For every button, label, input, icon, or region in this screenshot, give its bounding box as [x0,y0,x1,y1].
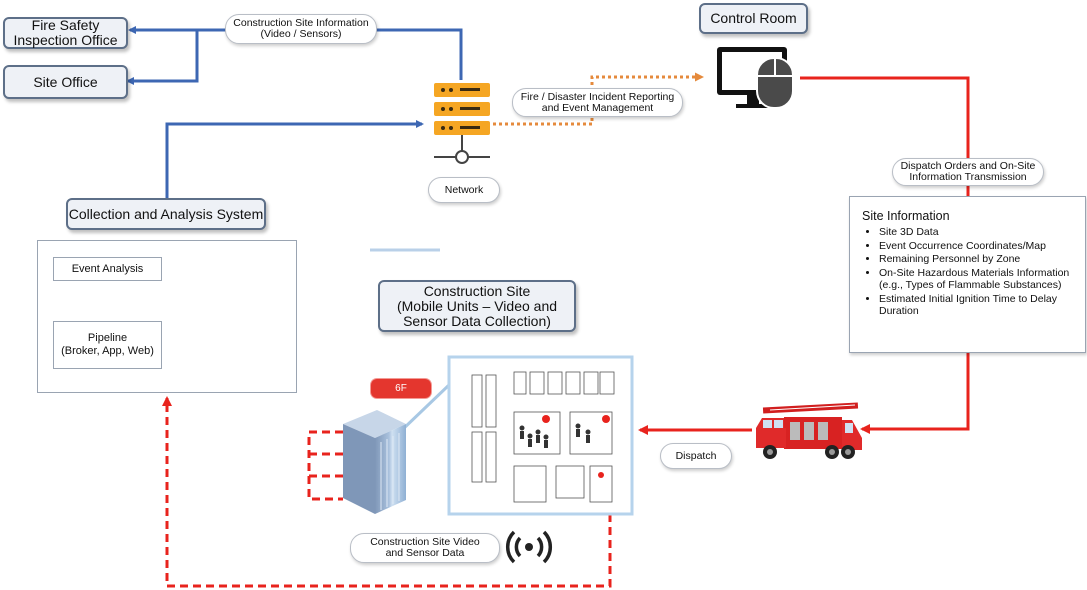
edge-label-site-info: Construction Site Information (Video / S… [225,14,377,44]
site-info-item: Site 3D Data [879,226,1075,239]
site-info-item: Remaining Personnel by Zone [879,253,1075,266]
site-information-list: Site 3D Data Event Occurrence Coordinate… [862,226,1075,318]
pipeline-box: Pipeline (Broker, App, Web) [53,321,162,369]
red-dashed-connectors [162,396,612,588]
fire-safety-office-box: Fire Safety Inspection Office [3,17,128,49]
edge-label-dispatch: Dispatch [660,443,732,469]
fire-truck-icon [756,402,862,459]
construction-site-box: Construction Site (Mobile Units – Video … [378,280,576,332]
control-room-box: Control Room [699,3,808,34]
site-info-item: On-Site Hazardous Materials Information … [879,267,1075,292]
line-building-to-floor [400,383,451,432]
line-collection-to-network [165,120,424,198]
monitor-mouse-icon [717,47,794,109]
server-icon [434,83,490,164]
site-information-title: Site Information [862,209,950,223]
event-analysis-box: Event Analysis [53,257,162,281]
edge-label-dispatch-orders: Dispatch Orders and On-Site Information … [892,158,1044,186]
site-office-box: Site Office [3,65,128,99]
wireless-signal-icon [506,530,552,564]
floor-badge: 6F [371,379,431,398]
collection-system-box: Collection and Analysis System [66,198,266,230]
site-info-item: Event Occurrence Coordinates/Map [879,240,1075,253]
building-icon [343,410,406,514]
network-label: Network [428,177,500,203]
site-information-panel: Site Information Site 3D Data Event Occu… [849,196,1086,353]
edge-label-fire-reporting: Fire / Disaster Incident Reporting and E… [512,88,683,117]
blue-connectors [126,26,463,198]
edge-label-site-video-sensor: Construction Site Video and Sensor Data [350,533,500,563]
floor-plan-image [447,355,634,516]
line-site-to-collection [162,396,612,588]
site-info-item: Estimated Initial Ignition Time to Delay… [879,293,1075,318]
